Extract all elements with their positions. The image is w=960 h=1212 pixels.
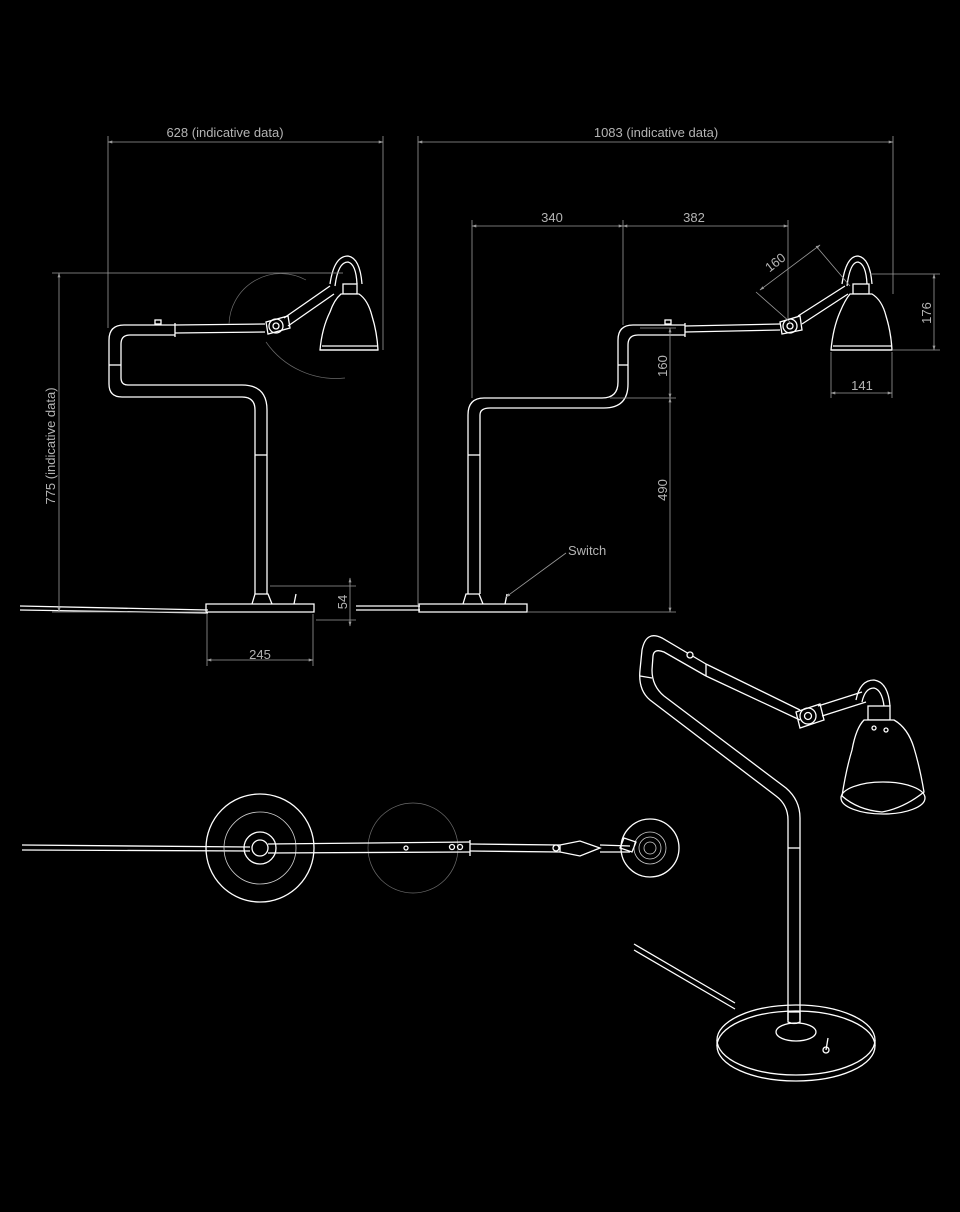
front-view <box>19 255 379 614</box>
dim-arm-upper: 382 <box>683 210 705 225</box>
dim-side-width: 628 (indicative data) <box>166 125 283 140</box>
dim-arm-rise: 160 <box>655 355 670 377</box>
dim-shade-diameter: 141 <box>851 378 873 393</box>
perspective-view <box>633 635 926 1082</box>
dim-base-diameter: 245 <box>249 647 271 662</box>
switch-label: Switch <box>568 543 606 558</box>
dim-stem-height: 490 <box>655 479 670 501</box>
front-view-dimensions: 628 (indicative data) 775 (indicative da… <box>43 125 384 666</box>
side-view-dimensions: 1083 (indicative data) 340 382 160 160 4… <box>417 125 940 613</box>
dim-base-height: 54 <box>335 595 350 609</box>
top-view <box>21 793 680 903</box>
dim-height: 775 (indicative data) <box>43 387 58 504</box>
dim-total-width: 1083 (indicative data) <box>594 125 718 140</box>
dim-arm-lower: 340 <box>541 210 563 225</box>
dim-shade-height: 176 <box>919 302 934 324</box>
side-view <box>356 255 893 613</box>
